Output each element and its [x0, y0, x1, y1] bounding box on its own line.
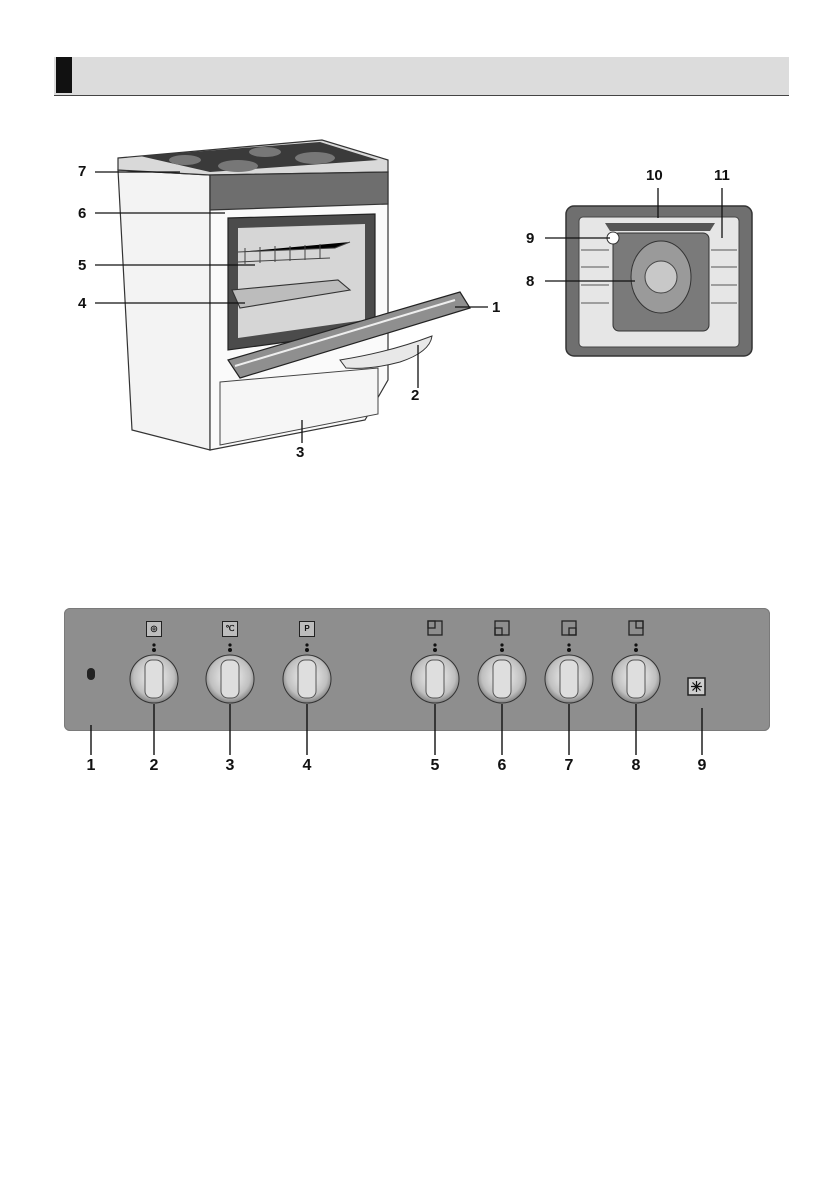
thermostat-icon: ℃ — [222, 621, 238, 637]
knob-7[interactable] — [545, 648, 593, 703]
panel-callout-6: 6 — [487, 757, 517, 775]
knob-3[interactable] — [206, 648, 254, 703]
panel-callout-2: 2 — [139, 757, 169, 775]
burner-rear-left-icon — [428, 621, 442, 635]
knob-2[interactable] — [130, 648, 178, 703]
panel-callout-5: 5 — [420, 757, 450, 775]
knob-8[interactable] — [612, 648, 660, 703]
burner-front-right-icon — [562, 621, 576, 635]
panel-callout-7: 7 — [554, 757, 584, 775]
ignition-button[interactable] — [688, 678, 705, 695]
panel-callout-1: 1 — [76, 757, 106, 775]
oven-function-icon: ◎ — [146, 621, 162, 637]
burner-front-left-icon — [495, 621, 509, 635]
panel-callout-9: 9 — [687, 757, 717, 775]
panel-callout-8: 8 — [621, 757, 651, 775]
knob-4[interactable] — [283, 648, 331, 703]
panel-callout-3: 3 — [215, 757, 245, 775]
knob-6[interactable] — [478, 648, 526, 703]
knob-5[interactable] — [411, 648, 459, 703]
burner-rear-right-icon — [629, 621, 643, 635]
timer-icon: P — [299, 621, 315, 637]
indicator-lamp — [87, 668, 95, 680]
panel-callout-4: 4 — [292, 757, 322, 775]
